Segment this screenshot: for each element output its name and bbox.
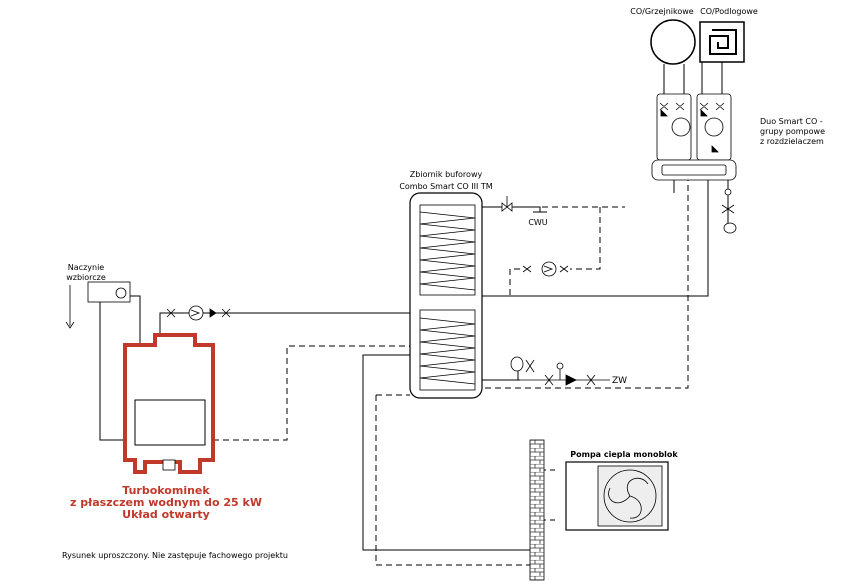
- pump-group-label-line2: grupy pompowe: [760, 127, 825, 136]
- expansion-vessel-icon: [65, 281, 131, 329]
- cwu-valve-icon: [501, 196, 513, 212]
- expansion-label-line1: Naczynie: [68, 263, 105, 272]
- fireplace: [123, 333, 215, 474]
- circulation-pump-icon: [522, 261, 569, 277]
- cwu-label: CWU: [528, 218, 547, 227]
- pump-group-label-line3: z rozdzielaczem: [760, 137, 824, 146]
- buffer-tank: [409, 192, 483, 399]
- fireplace-pump-icon: [166, 305, 231, 321]
- solid-pipes: [99, 60, 729, 551]
- brick-wall: [529, 439, 545, 581]
- tank-label-line1: Zbiornik buforowy: [410, 170, 483, 179]
- co-radiator-label: CO/Grzejnikowe: [630, 7, 693, 16]
- tank-label-line2: Combo Smart CO III TM: [399, 182, 492, 191]
- footnote: Rysunek uproszczony. Nie zastępuje facho…: [62, 551, 288, 560]
- zw-valves-icon: [510, 356, 610, 386]
- floor-heating-icon: [699, 21, 745, 63]
- pump-group-label-line1: Duo Smart CO -: [760, 117, 823, 126]
- safety-group-icon: [721, 188, 737, 234]
- fireplace-label-line1: Turbokominek: [122, 484, 210, 497]
- radiator-icon: [650, 19, 696, 65]
- heat-pump-unit: [565, 461, 669, 531]
- fireplace-label-line3: Układ otwarty: [122, 508, 210, 521]
- co-floor-label: CO/Podlogowe: [700, 7, 758, 16]
- zw-label: ZW: [612, 376, 627, 386]
- expansion-label-line2: wzbiorcze: [66, 273, 106, 282]
- pump-groups: [651, 93, 737, 181]
- fireplace-label-line2: z płaszczem wodnym do 25 kW: [70, 496, 262, 509]
- heatpump-label: Pompa ciepla monoblok: [570, 450, 678, 459]
